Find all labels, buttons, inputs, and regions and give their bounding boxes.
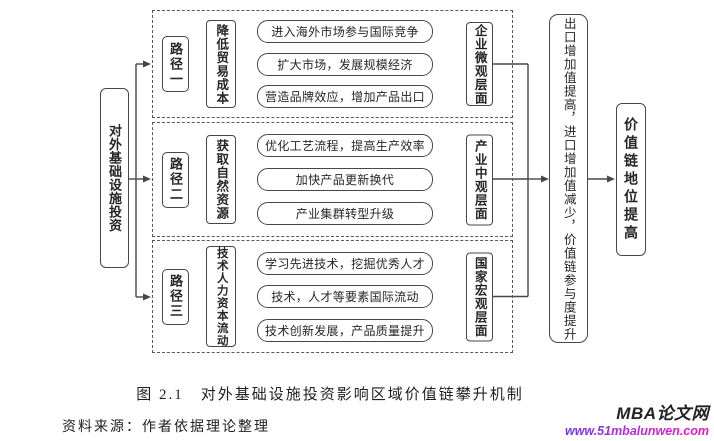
path2-level-box: 产业中观层面: [466, 134, 493, 225]
effect-pill: 技术，人才等要素国际流动: [257, 285, 433, 308]
effect-pill: 进入海外市场参与国际竞争: [257, 20, 433, 44]
path3-level-box: 国家宏观层面: [466, 252, 493, 341]
path2-mechanism: 获取自然资源: [214, 139, 229, 220]
path1-mechanism: 降低贸易成本: [214, 23, 229, 105]
path3-effects: 学习先进技术，挖掘优秀人才 技术，人才等要素国际流动 技术创新发展，产品质量提升: [257, 241, 433, 352]
path1-mechanism-box: 降低贸易成本: [206, 20, 236, 108]
effect-pill: 扩大市场，发展规模经济: [257, 52, 433, 76]
path1-effects: 进入海外市场参与国际竞争 扩大市场，发展规模经济 营造品牌效应，增加产品出口: [257, 11, 433, 117]
path2-effects: 优化工艺流程，提高生产效率 加快产品更新换代 产业集群转型升级: [257, 123, 433, 236]
path2-mechanism-box: 获取自然资源: [206, 135, 236, 224]
path1-label-box: 路径一: [162, 36, 189, 92]
flow-lines: [128, 63, 607, 298]
path-group-3: 路径三 技术人力资本流动 学习先进技术，挖掘优秀人才 技术，人才等要素国际流动 …: [152, 240, 513, 353]
effect-pill: 优化工艺流程，提高生产效率: [257, 134, 433, 157]
path2-label-box: 路径二: [162, 151, 189, 208]
effect-pill: 学习先进技术，挖掘优秀人才: [257, 251, 433, 275]
path-group-1: 路径一 降低贸易成本 进入海外市场参与国际竞争 扩大市场，发展规模经济 营造品牌…: [152, 10, 513, 118]
source-box-label: 对外基础设施投资: [107, 124, 122, 232]
effect-pill: 技术创新发展，产品质量提升: [257, 318, 433, 342]
path2-level: 产业中观层面: [472, 139, 487, 220]
outcome-box: 出口增加值提高，进口增加值减少，价值链参与度提升: [549, 14, 588, 343]
path3-level: 国家宏观层面: [472, 256, 487, 337]
arrow-into-result: [607, 175, 615, 183]
watermark: MBA论文网 www.51mbalunwen.com: [565, 404, 709, 438]
path3-mechanism-box: 技术人力资本流动: [206, 246, 236, 347]
arrow-into-path3: [143, 293, 151, 301]
path-group-2: 路径二 获取自然资源 优化工艺流程，提高生产效率 加快产品更新换代 产业集群转型…: [152, 122, 513, 237]
path1-level: 企业微观层面: [472, 23, 487, 105]
figure-caption: 图 2.1 对外基础设施投资影响区域价值链攀升机制: [136, 387, 524, 403]
path1-level-box: 企业微观层面: [466, 22, 493, 106]
outcome-text: 出口增加值提高，进口增加值减少，价值链参与度提升: [561, 16, 576, 341]
effect-pill: 营造品牌效应，增加产品出口: [257, 84, 433, 108]
effect-pill: 加快产品更新换代: [257, 168, 433, 191]
arrow-into-path1: [143, 60, 151, 68]
source-note: 资料来源：作者依据理论整理: [62, 420, 270, 435]
path3-label: 路径三: [168, 274, 183, 319]
effect-pill: 产业集群转型升级: [257, 202, 433, 225]
watermark-url: www.51mbalunwen.com: [564, 423, 709, 438]
arrow-into-path2: [143, 175, 151, 183]
result-text: 价值链地位提高: [623, 116, 639, 243]
path3-mechanism: 技术人力资本流动: [215, 246, 228, 347]
path2-label: 路径二: [168, 157, 183, 202]
watermark-site-name: MBA论文网: [616, 404, 709, 424]
arrow-into-outcome: [541, 175, 549, 183]
result-box: 价值链地位提高: [616, 103, 646, 256]
path3-label-box: 路径三: [162, 268, 189, 325]
source-box: 对外基础设施投资: [100, 88, 129, 268]
arrowheads: [143, 60, 615, 301]
path1-label: 路径一: [168, 41, 183, 87]
